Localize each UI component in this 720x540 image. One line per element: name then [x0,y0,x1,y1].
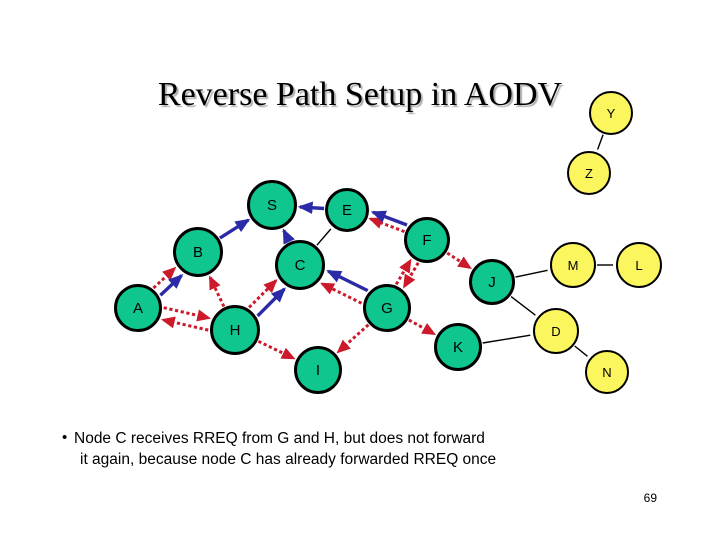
graph-node-k: K [434,323,482,371]
graph-node-label: C [294,256,306,274]
graph-node-label: K [452,338,463,356]
graph-node-j: J [469,259,515,305]
graph-node-c: C [275,240,325,290]
graph-node-b: B [173,227,223,277]
bullet-line-2: it again, because node C has already for… [80,451,497,469]
graph-node-label: G [381,299,393,317]
graph-node-label: I [315,361,321,379]
graph-node-z: Z [567,151,611,195]
graph-node-h: H [210,305,260,355]
graph-node-y: Y [589,91,633,135]
graph-node-s: S [247,180,297,230]
graph-node-f: F [404,217,450,263]
graph-node-label: A [132,299,143,317]
graph-node-label: L [635,257,643,273]
bullet-line-1: Node C receives RREQ from G and H, but d… [74,430,485,447]
graph-node-g: G [363,284,411,332]
graph-node-label: B [192,243,203,261]
graph-node-l: L [616,242,662,288]
graph-node-n: N [585,350,629,394]
graph-node-m: M [550,242,596,288]
bullet-marker: • [62,429,68,446]
bullet-paragraph: • Node C receives RREQ from G and H, but… [62,428,662,471]
graph-node-label: S [266,196,277,214]
graph-node-label: F [422,231,432,249]
graph-node-a: A [114,284,162,332]
page-number: 69 [643,491,657,505]
graph-node-label: Z [585,165,593,181]
graph-node-e: E [325,188,369,232]
graph-node-d: D [533,308,579,354]
page-title: Reverse Path Setup in AODV [157,76,563,113]
graph-node-label: M [567,257,579,273]
graph-node-label: N [602,364,612,380]
graph-node-label: J [488,273,496,291]
graph-node-label: Y [606,105,616,121]
graph-node-label: D [551,323,561,339]
graph-node-i: I [294,346,342,394]
graph-node-label: E [341,201,352,219]
graph-node-label: H [229,321,241,339]
